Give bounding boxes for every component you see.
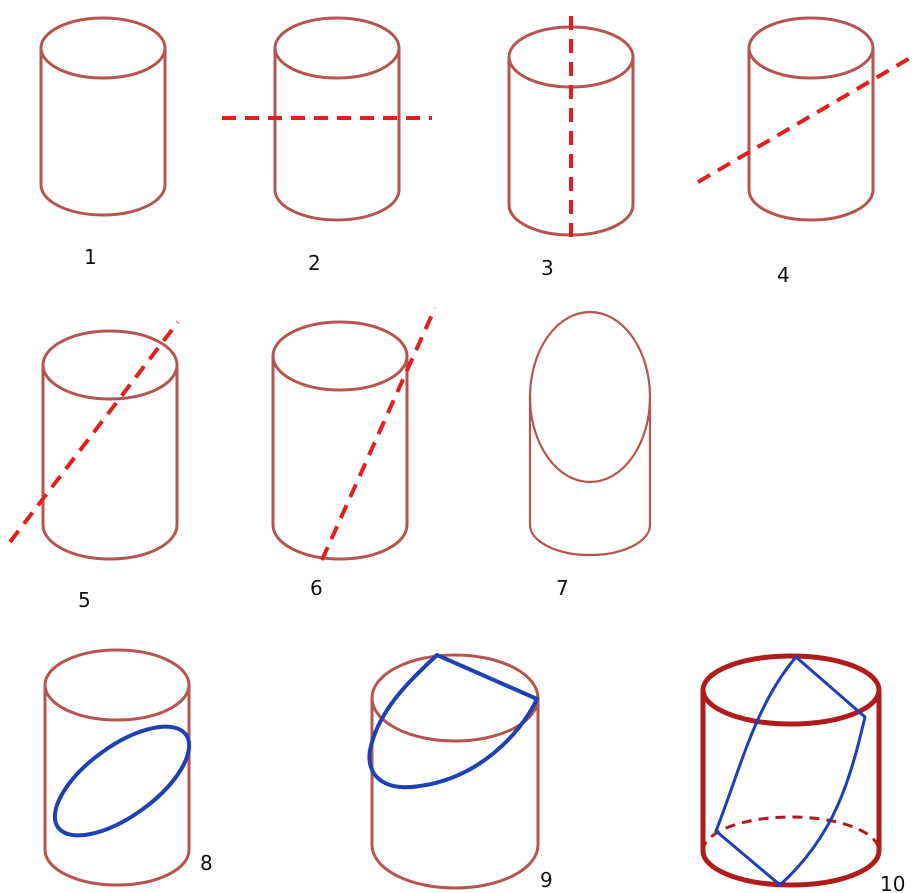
cylinder-4 bbox=[747, 16, 875, 222]
truncated-ellipse-section bbox=[367, 653, 539, 790]
figure-7: 7 bbox=[528, 310, 652, 600]
figure-label-10: 10 bbox=[880, 872, 905, 893]
figure-label-3: 3 bbox=[541, 256, 554, 280]
figure-8: 8 bbox=[43, 648, 213, 887]
hidden-base-edge bbox=[701, 815, 881, 852]
figure-1: 1 bbox=[39, 16, 167, 269]
figure-9: 9 bbox=[367, 653, 553, 892]
cut-line-oblique-shallow bbox=[696, 56, 912, 184]
figure-5: 5 bbox=[8, 320, 180, 612]
cylinder-6 bbox=[271, 320, 409, 561]
figure-10: 10 bbox=[700, 653, 905, 893]
cut-line-oblique bbox=[8, 320, 180, 544]
cut-line-oblique-steep bbox=[320, 307, 437, 561]
figure-6: 6 bbox=[271, 307, 437, 600]
figure-label-1: 1 bbox=[84, 245, 97, 269]
double-arc-section bbox=[714, 655, 867, 887]
cylinder-1 bbox=[39, 16, 167, 217]
figure-4: 4 bbox=[696, 16, 912, 287]
figure-3: 3 bbox=[507, 16, 635, 280]
cylinder-8 bbox=[43, 648, 191, 887]
figure-label-5: 5 bbox=[78, 588, 91, 612]
cylinder-10 bbox=[700, 653, 882, 888]
figure-label-9: 9 bbox=[540, 868, 553, 892]
figure-label-6: 6 bbox=[310, 576, 323, 600]
cylinder-7 bbox=[528, 310, 652, 557]
figure-label-7: 7 bbox=[556, 576, 569, 600]
figure-label-8: 8 bbox=[200, 851, 213, 875]
figure-label-4: 4 bbox=[777, 263, 790, 287]
elliptical-section bbox=[52, 724, 192, 838]
cylinder-5 bbox=[41, 329, 179, 561]
figure-2: 2 bbox=[222, 16, 432, 275]
figure-label-2: 2 bbox=[308, 251, 321, 275]
